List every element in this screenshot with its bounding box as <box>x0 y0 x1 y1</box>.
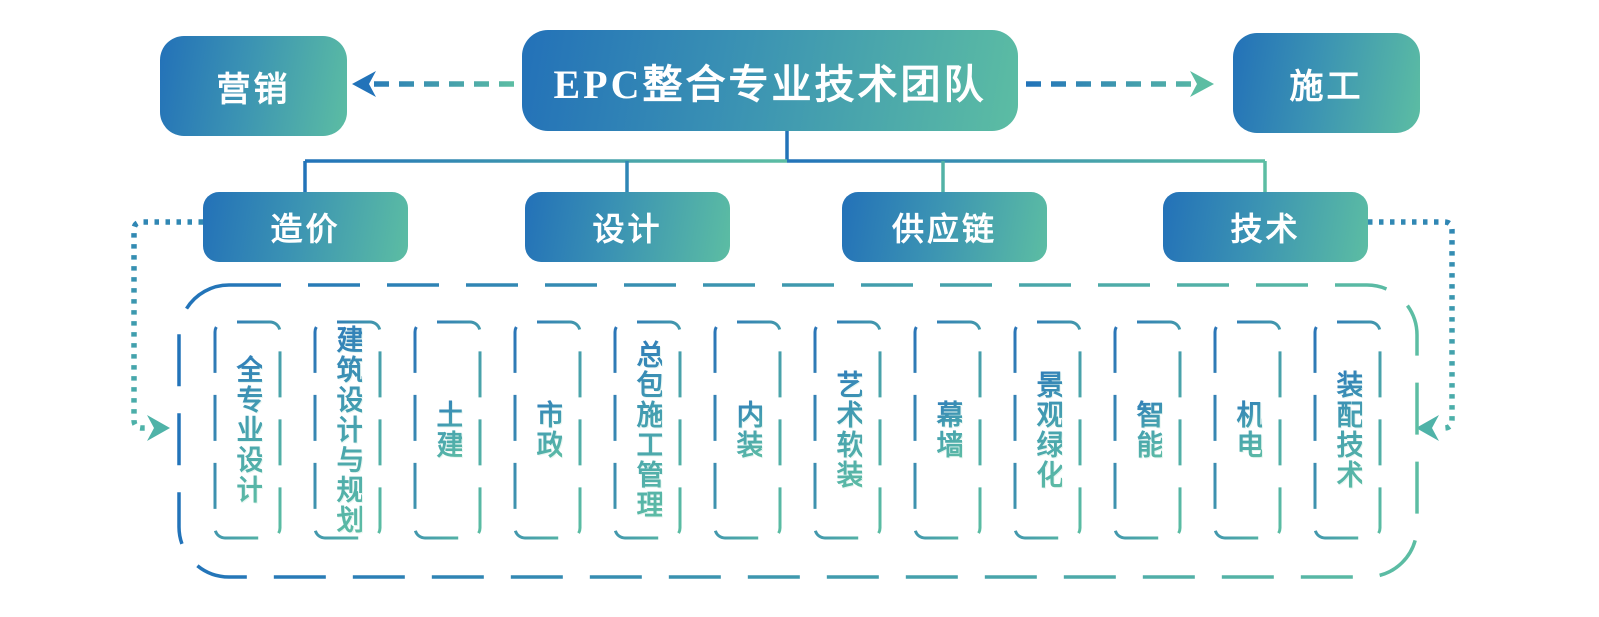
specialty-item: 市政 <box>515 322 580 538</box>
branch-node-supply-chain-label: 供应链 <box>891 211 997 247</box>
specialty-label: 市政 <box>532 400 564 460</box>
branch-node-cost-label: 造价 <box>270 211 341 247</box>
left-arrowhead-icon <box>352 71 376 97</box>
specialty-label: 全专业设计 <box>232 355 264 505</box>
branch-node-technology: 技术 <box>1163 192 1368 262</box>
node-construction: 施工 <box>1233 33 1420 133</box>
specialty-box-border <box>413 320 482 540</box>
specialty-item: 内装 <box>715 322 780 538</box>
specialty-label: 艺术软装 <box>832 370 864 490</box>
specialty-box-border <box>613 320 682 540</box>
dotted-left-arrowhead-icon <box>147 415 170 441</box>
branch-node-technology-label: 技术 <box>1230 211 1301 247</box>
specialty-item: 艺术软装 <box>815 322 880 538</box>
specialty-box-border <box>1213 320 1282 540</box>
right-arrowhead-icon <box>1190 71 1214 97</box>
dotted-connector-left <box>131 219 203 431</box>
specialty-box-border <box>313 320 382 540</box>
specialty-box-border <box>1313 320 1382 540</box>
specialty-item: 智能 <box>1115 322 1180 538</box>
specialty-box-border <box>1013 320 1082 540</box>
specialty-label: 智能 <box>1132 400 1164 460</box>
specialty-label: 总包施工管理 <box>632 340 664 520</box>
branch-node-cost: 造价 <box>203 192 408 262</box>
dotted-right-arrowhead-icon <box>1416 415 1439 441</box>
specialty-item: 景观绿化 <box>1015 322 1080 538</box>
specialty-box-border <box>913 320 982 540</box>
specialty-item: 全专业设计 <box>215 322 280 538</box>
specialty-label: 土建 <box>432 400 464 460</box>
branch-node-supply-chain: 供应链 <box>842 192 1047 262</box>
specialty-item: 机电 <box>1215 322 1280 538</box>
node-marketing-label: 营销 <box>216 71 291 109</box>
specialty-item: 总包施工管理 <box>615 322 680 538</box>
specialty-label: 建筑设计与规划 <box>332 325 364 535</box>
specialty-label: 幕墙 <box>932 400 964 460</box>
specialty-item: 土建 <box>415 322 480 538</box>
branch-node-design-label: 设计 <box>592 211 663 247</box>
node-construction-label: 施工 <box>1289 68 1364 106</box>
specialty-item: 幕墙 <box>915 322 980 538</box>
specialties-container-border <box>177 283 1419 579</box>
specialty-box-border <box>713 320 782 540</box>
dotted-connector-right <box>1368 219 1455 431</box>
specialty-box-border <box>513 320 582 540</box>
specialty-box-border <box>813 320 882 540</box>
specialty-box-border <box>1113 320 1182 540</box>
root-node-label: EPC整合专业技术团队 <box>553 61 987 107</box>
specialty-item: 建筑设计与规划 <box>315 322 380 538</box>
branch-node-design: 设计 <box>525 192 730 262</box>
specialty-label: 机电 <box>1232 400 1264 460</box>
specialty-label: 装配技术 <box>1332 370 1364 490</box>
root-node-epc-team: EPC整合专业技术团队 <box>522 30 1018 131</box>
specialty-item: 装配技术 <box>1315 322 1380 538</box>
node-marketing: 营销 <box>160 36 347 136</box>
specialty-label: 内装 <box>732 400 764 460</box>
specialty-label: 景观绿化 <box>1032 370 1064 490</box>
specialty-box-border <box>213 320 282 540</box>
